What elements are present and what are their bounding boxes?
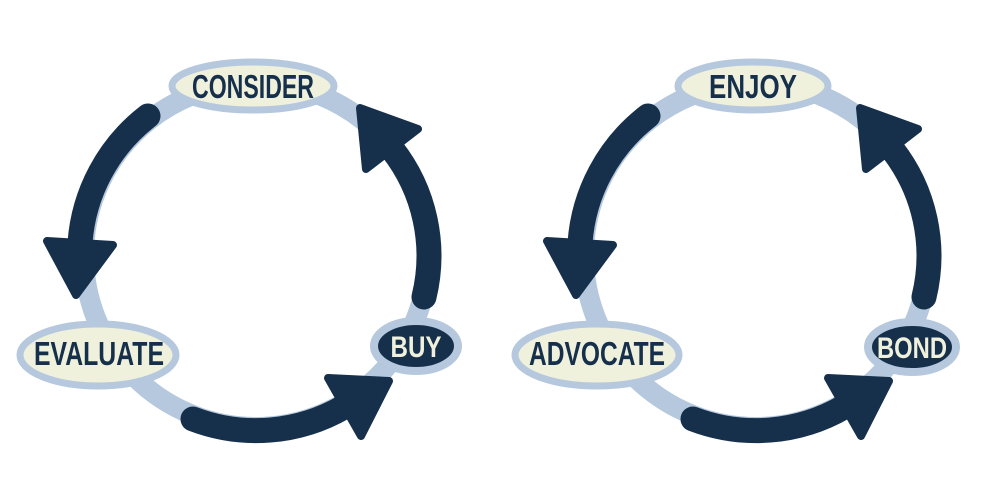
stage-enjoy: ENJOY [674, 58, 832, 114]
stage-advocate-ellipse [511, 320, 683, 390]
arrow-advocate-to-bond-icon [680, 374, 893, 444]
arrow-buy-to-consider-icon [356, 104, 442, 310]
purchase-cycle-diagram: CONSIDER EVALUATE BUY [16, 58, 462, 444]
arrow-evaluate-to-buy-icon [180, 374, 393, 444]
stage-bond-ellipse [864, 318, 960, 376]
stage-buy-ellipse [370, 317, 462, 375]
stage-enjoy-label: ENJOY [709, 68, 797, 105]
stage-advocate-label: ADVOCATE [529, 335, 665, 372]
stage-evaluate: EVALUATE [16, 320, 180, 390]
stage-buy-label: BUY [391, 331, 442, 364]
arrow-bond-to-enjoy-icon [856, 104, 942, 310]
stage-bond-label: BOND [877, 332, 947, 365]
stage-evaluate-label: EVALUATE [34, 335, 164, 372]
stage-consider-ellipse [168, 58, 338, 114]
loyalty-cycle-diagram: ENJOY ADVOCATE BOND [511, 58, 960, 444]
stage-bond: BOND [864, 318, 960, 376]
stage-advocate: ADVOCATE [511, 320, 683, 390]
stage-buy: BUY [370, 317, 462, 375]
stage-enjoy-ellipse [674, 58, 832, 114]
stage-consider: CONSIDER [168, 58, 338, 114]
stage-consider-label: CONSIDER [192, 68, 314, 105]
stage-evaluate-ellipse [16, 320, 180, 390]
arrow-enjoy-to-advocate-icon [543, 103, 661, 299]
arrow-consider-to-evaluate-icon [43, 103, 161, 299]
